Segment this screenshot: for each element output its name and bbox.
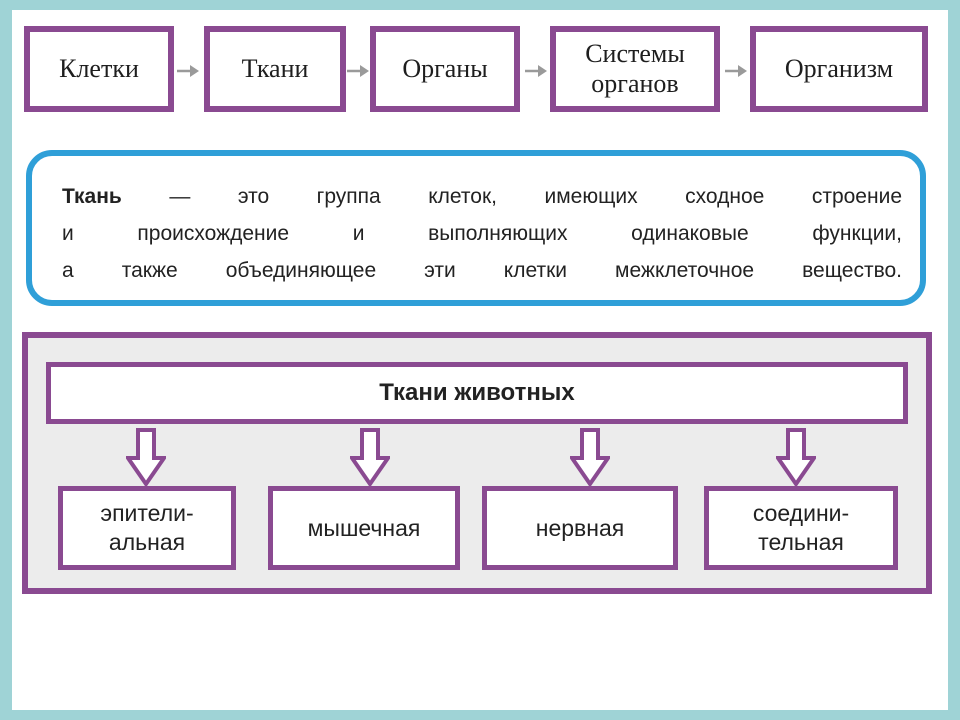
flow-step-organs: Органы	[370, 26, 520, 112]
arrow-right-icon	[725, 65, 747, 77]
tissue-label-line-2: альная	[108, 529, 186, 555]
flow-step-label: Клетки	[59, 54, 139, 84]
definition-term: Ткань	[62, 185, 122, 208]
arrow-right-icon	[177, 65, 199, 77]
tissue-label-line-1: соедини-	[752, 500, 850, 527]
flow-step-label: Организм	[784, 54, 894, 84]
flow-step-cells: Клетки	[24, 26, 174, 112]
tissue-connective: соедини- тельная	[704, 486, 898, 570]
flow-step-label: Органы	[402, 54, 488, 84]
definition-line-1: Ткань — это группа клеток, имеющих сходн…	[62, 178, 902, 215]
tissue-label-line-1: нервная	[535, 514, 625, 541]
animal-tissues-title: Ткани животных	[46, 362, 908, 424]
arrow-down-icon	[776, 428, 816, 486]
tissue-muscle: мышечная	[268, 486, 460, 570]
arrow-right-icon	[347, 65, 369, 77]
tissue-epithelial: эпители- альная	[58, 486, 236, 570]
definition-line-2: и происхождение и выполняющих одинаковые…	[62, 222, 902, 245]
tissue-nervous: нервная	[482, 486, 678, 570]
tissue-label-line-1: мышечная	[307, 514, 421, 541]
definition-box: Ткань — это группа клеток, имеющих сходн…	[26, 150, 926, 306]
arrow-down-icon	[126, 428, 166, 486]
flow-step-organism: Организм	[750, 26, 928, 112]
flow-step-organ-systems: Системы органов	[550, 26, 720, 112]
animal-tissues-panel: Ткани животных эпители- альная мышечная …	[22, 332, 932, 594]
definition-line-1-rest: — это группа клеток, имеющих сходное стр…	[121, 185, 902, 208]
diagram-page: Клетки Ткани Органы Системы органов Орга…	[12, 10, 948, 710]
definition-line-3: а также объединяющее эти клетки межклето…	[62, 259, 902, 282]
arrow-right-icon	[525, 65, 547, 77]
tissue-label-line-2: тельная	[758, 529, 844, 555]
flow-step-label: Ткани	[241, 54, 309, 84]
tissue-label-line-1: эпители-	[100, 500, 194, 527]
flow-step-tissues: Ткани	[204, 26, 346, 112]
arrow-down-icon	[350, 428, 390, 486]
flow-step-label: Системы органов	[585, 39, 685, 98]
arrow-down-icon	[570, 428, 610, 486]
definition-text: Ткань — это группа клеток, имеющих сходн…	[62, 178, 902, 289]
